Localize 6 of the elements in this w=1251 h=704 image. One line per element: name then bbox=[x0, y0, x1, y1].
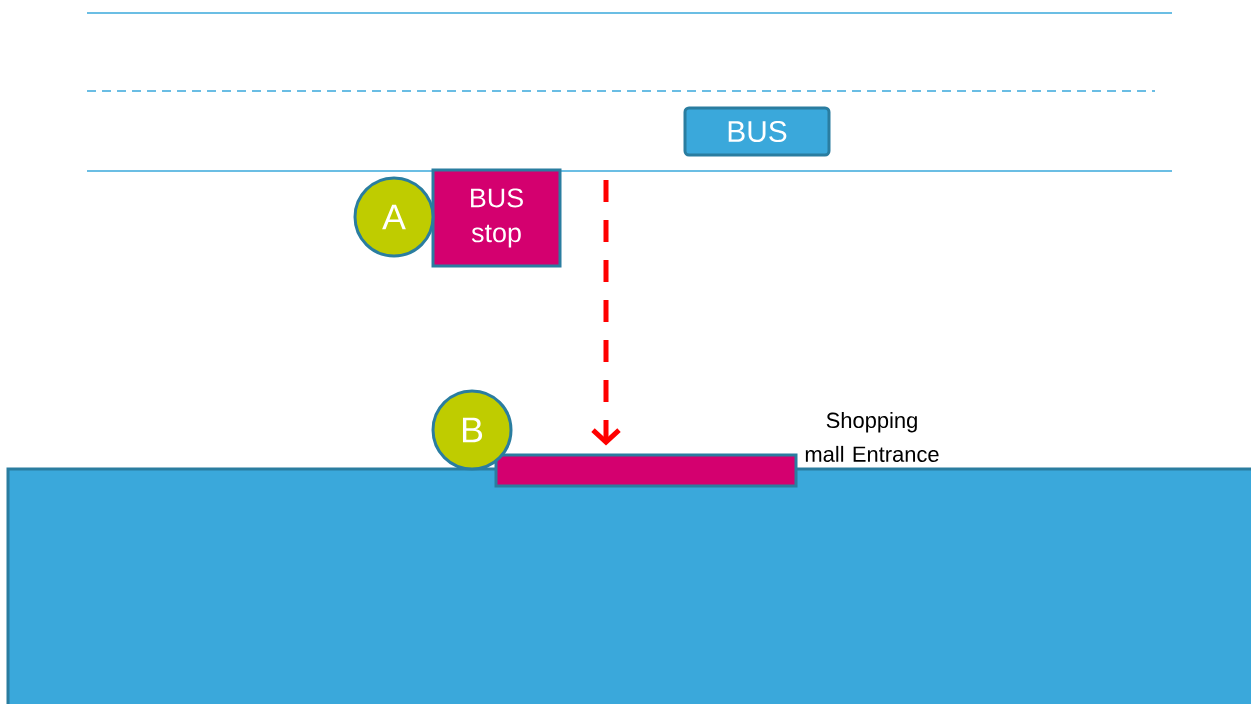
arrow bbox=[591, 180, 621, 446]
building bbox=[6, 467, 1251, 704]
bus-stop-sign: BUS stop bbox=[431, 168, 562, 268]
bus-box: BUS bbox=[683, 106, 831, 157]
entrance-bar bbox=[494, 453, 798, 488]
entrance-label: Shopping mall Entrance bbox=[805, 412, 939, 462]
